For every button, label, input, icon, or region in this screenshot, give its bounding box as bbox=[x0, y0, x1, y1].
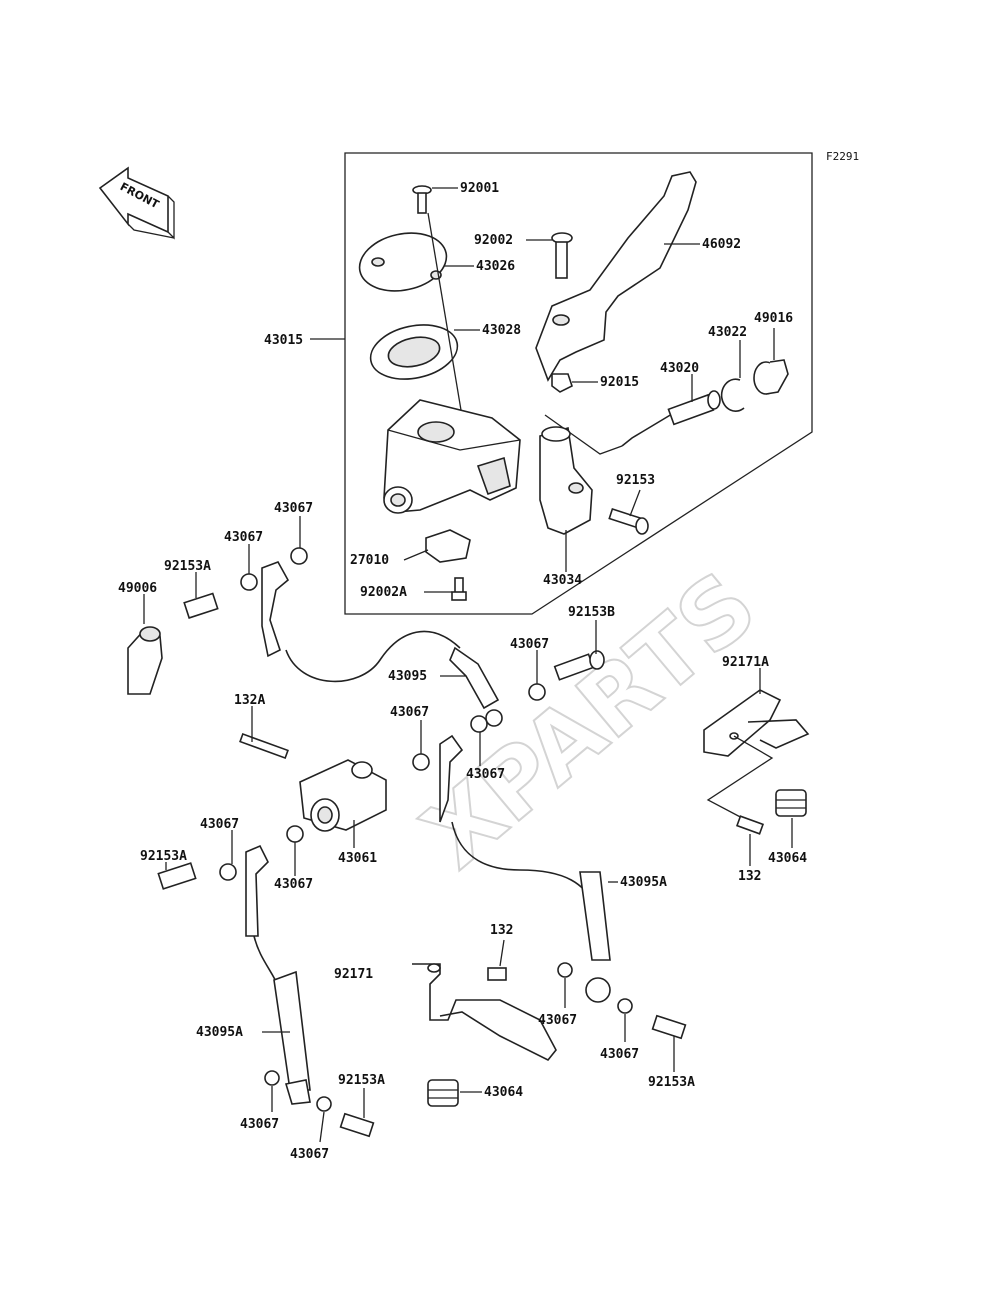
callout-label: 43067 bbox=[600, 1047, 639, 1062]
hose-fitting-43095 bbox=[449, 646, 500, 710]
callout-label: 43067 bbox=[274, 877, 313, 892]
screw-92001 bbox=[412, 185, 432, 214]
pivot-bolt-92002 bbox=[551, 232, 573, 279]
master-cylinder-body bbox=[383, 399, 521, 514]
callout-label: 43067 bbox=[510, 637, 549, 652]
nut-92015 bbox=[551, 373, 573, 393]
callout-label: 27010 bbox=[350, 553, 389, 568]
callout-label: 43067 bbox=[274, 501, 313, 516]
dust-boot-49016 bbox=[753, 359, 789, 395]
callout-label: 43067 bbox=[538, 1013, 577, 1028]
callout-label: 92015 bbox=[600, 375, 639, 390]
bolt-132-right bbox=[735, 815, 765, 835]
callout-label: 92171 bbox=[334, 967, 373, 982]
callout-label: 43067 bbox=[240, 1117, 279, 1132]
callout-label: 92001 bbox=[460, 181, 499, 196]
diaphragm-43028 bbox=[369, 324, 459, 380]
callout-label: 92153 bbox=[616, 473, 655, 488]
hose-clamp-92171 bbox=[412, 963, 557, 1062]
callout-label: 43064 bbox=[768, 851, 807, 866]
front-direction-arrow-icon: FRONT bbox=[98, 166, 175, 240]
clamp-bracket-43034 bbox=[539, 426, 593, 535]
callout-label: 43022 bbox=[708, 325, 747, 340]
callout-label: 92153A bbox=[164, 559, 211, 574]
callout-label: 49016 bbox=[754, 311, 793, 326]
callout-label: 43067 bbox=[200, 817, 239, 832]
callout-label: 43067 bbox=[390, 705, 429, 720]
callout-label: 132 bbox=[738, 869, 761, 884]
reservoir-cap-43026 bbox=[358, 232, 448, 292]
figure-code: F2291 bbox=[826, 150, 859, 163]
grommet-43064-lower bbox=[427, 1079, 459, 1107]
callout-label: 43061 bbox=[338, 851, 377, 866]
callout-label: 43067 bbox=[466, 767, 505, 782]
callout-label: 43020 bbox=[660, 361, 699, 376]
circlip-43022 bbox=[720, 378, 745, 412]
callout-label: 43095A bbox=[196, 1025, 243, 1040]
caliper-end-fittings bbox=[264, 962, 687, 1138]
callout-label: 49006 bbox=[118, 581, 157, 596]
junction-43061 bbox=[239, 733, 387, 832]
callout-label: 92002A bbox=[360, 585, 407, 600]
callout-label: 43095 bbox=[388, 669, 427, 684]
hose-guide-92171A bbox=[703, 689, 810, 757]
callout-label: 43095A bbox=[620, 875, 667, 890]
lower-left-fittings bbox=[157, 825, 304, 937]
joint-fittings-middle bbox=[412, 650, 605, 823]
callout-label: 43067 bbox=[224, 530, 263, 545]
brake-lever-46092 bbox=[535, 171, 697, 382]
callout-label: 132A bbox=[234, 693, 265, 708]
callout-label: 43064 bbox=[484, 1085, 523, 1100]
callout-label: 92153A bbox=[648, 1075, 695, 1090]
callout-label: 92153A bbox=[338, 1073, 385, 1088]
callout-label: 43026 bbox=[476, 259, 515, 274]
hose-sleeve-43095A-left bbox=[273, 970, 311, 1091]
bolt-92153 bbox=[608, 507, 649, 535]
callout-label: 92171A bbox=[722, 655, 769, 670]
callout-label: 92153B bbox=[568, 605, 615, 620]
callout-label: 43067 bbox=[290, 1147, 329, 1162]
callout-label: 46092 bbox=[702, 237, 741, 252]
brake-hose-43095 bbox=[285, 630, 461, 683]
callout-label: 132 bbox=[490, 923, 513, 938]
brake-switch-27010 bbox=[425, 529, 471, 563]
screw-92002A bbox=[451, 577, 467, 601]
piston-kit-43020 bbox=[621, 390, 721, 447]
guide-leader-line bbox=[706, 735, 774, 821]
callout-labels: 92001 92002 46092 43026 43028 43015 9201… bbox=[118, 181, 807, 1162]
callout-label: 92153A bbox=[140, 849, 187, 864]
callout-label: 43034 bbox=[543, 573, 582, 588]
master-cylinder-assembly-frame bbox=[344, 152, 813, 615]
hose-sleeve-43095A bbox=[579, 871, 611, 961]
banjo-fitting-upper bbox=[127, 547, 308, 695]
grommet-43064-right bbox=[775, 789, 807, 817]
callout-label: 43028 bbox=[482, 323, 521, 338]
callout-label: 92002 bbox=[474, 233, 513, 248]
callout-label: 43015 bbox=[264, 333, 303, 348]
